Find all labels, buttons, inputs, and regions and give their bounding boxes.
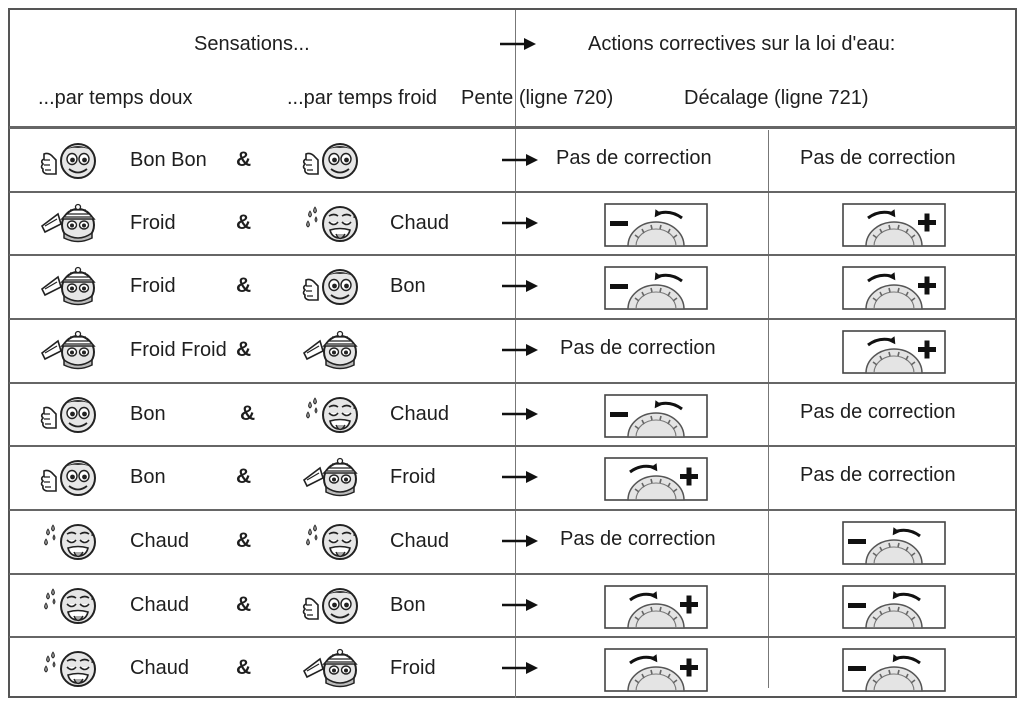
thumbs-up-face-icon bbox=[302, 140, 368, 180]
sensations-heading: Sensations... bbox=[194, 33, 310, 55]
mild-sensation-label: Bon bbox=[130, 403, 166, 425]
ampersand: & bbox=[240, 402, 256, 425]
slope-heading: Pente (ligne 720) bbox=[461, 87, 614, 109]
ampersand: & bbox=[236, 656, 252, 679]
mild-sensation-label: Chaud bbox=[130, 594, 189, 616]
dial-increase-icon bbox=[604, 648, 708, 692]
sweating-face-icon bbox=[302, 394, 368, 434]
dial-increase-icon bbox=[604, 585, 708, 629]
right-arrow-icon bbox=[502, 344, 538, 356]
sweating-face-icon bbox=[40, 648, 106, 688]
cold-hat-face-icon bbox=[302, 457, 368, 497]
dial-decrease-icon bbox=[842, 585, 946, 629]
right-arrow-icon bbox=[502, 217, 538, 229]
cold-sensation-label: Bon bbox=[390, 594, 426, 616]
ampersand: & bbox=[236, 274, 252, 297]
thumbs-up-face-icon bbox=[302, 266, 368, 306]
thumbs-up-face-icon bbox=[40, 140, 106, 180]
cold-sensation-label: Chaud bbox=[390, 403, 449, 425]
cold-weather-heading: ...par temps froid bbox=[287, 87, 438, 109]
row-divider bbox=[9, 573, 1016, 575]
mild-sensation-label: Bon bbox=[130, 466, 166, 488]
cold-hat-face-icon bbox=[40, 330, 106, 370]
thumbs-up-face-icon bbox=[302, 585, 368, 625]
row-divider bbox=[9, 382, 1016, 384]
ampersand: & bbox=[236, 593, 252, 616]
cold-hat-face-icon bbox=[302, 648, 368, 688]
cold-sensation-label: Chaud bbox=[390, 212, 449, 234]
mild-sensation-label: Bon Bon bbox=[130, 149, 207, 171]
right-arrow-icon bbox=[502, 599, 538, 611]
column-divider bbox=[515, 10, 516, 698]
row-divider bbox=[9, 318, 1016, 320]
header-divider bbox=[9, 126, 1016, 129]
dial-increase-icon bbox=[604, 457, 708, 501]
slope-no-correction: Pas de correction bbox=[556, 147, 712, 169]
mild-sensation-label: Froid Froid bbox=[130, 339, 227, 361]
mild-weather-heading: ...par temps doux bbox=[38, 87, 193, 109]
dial-increase-icon bbox=[842, 203, 946, 247]
dial-decrease-icon bbox=[604, 203, 708, 247]
dial-decrease-icon bbox=[842, 521, 946, 565]
sweating-face-icon bbox=[302, 203, 368, 243]
offset-no-correction: Pas de correction bbox=[800, 147, 956, 169]
cold-sensation-label: Chaud bbox=[390, 530, 449, 552]
dial-increase-icon bbox=[842, 330, 946, 374]
dial-decrease-icon bbox=[604, 394, 708, 438]
cold-hat-face-icon bbox=[302, 330, 368, 370]
ampersand: & bbox=[236, 529, 252, 552]
dial-increase-icon bbox=[842, 266, 946, 310]
ampersand: & bbox=[236, 338, 252, 361]
cold-hat-face-icon bbox=[40, 203, 106, 243]
slope-no-correction: Pas de correction bbox=[560, 528, 716, 550]
sweating-face-icon bbox=[40, 521, 106, 561]
mild-sensation-label: Chaud bbox=[130, 530, 189, 552]
right-arrow-icon bbox=[502, 280, 538, 292]
slope-no-correction: Pas de correction bbox=[560, 337, 716, 359]
mild-sensation-label: Chaud bbox=[130, 657, 189, 679]
row-divider bbox=[9, 509, 1016, 511]
ampersand: & bbox=[236, 465, 252, 488]
right-arrow-icon bbox=[502, 154, 538, 166]
right-arrow-icon bbox=[500, 38, 536, 50]
mild-sensation-label: Froid bbox=[130, 212, 176, 234]
row-divider bbox=[9, 445, 1016, 447]
cold-sensation-label: Froid bbox=[390, 657, 436, 679]
row-divider bbox=[9, 254, 1016, 256]
thumbs-up-face-icon bbox=[40, 457, 106, 497]
row-divider bbox=[9, 636, 1016, 638]
right-arrow-icon bbox=[502, 471, 538, 483]
sweating-face-icon bbox=[40, 585, 106, 625]
offset-heading: Décalage (ligne 721) bbox=[684, 87, 869, 109]
dial-decrease-icon bbox=[842, 648, 946, 692]
ampersand: & bbox=[236, 148, 252, 171]
right-arrow-icon bbox=[502, 408, 538, 420]
table-border bbox=[8, 8, 1017, 698]
actions-heading: Actions correctives sur la loi d'eau: bbox=[588, 33, 896, 55]
thumbs-up-face-icon bbox=[40, 394, 106, 434]
cold-hat-face-icon bbox=[40, 266, 106, 306]
column-divider bbox=[768, 130, 769, 688]
cold-sensation-label: Bon bbox=[390, 275, 426, 297]
right-arrow-icon bbox=[502, 662, 538, 674]
dial-decrease-icon bbox=[604, 266, 708, 310]
ampersand: & bbox=[236, 211, 252, 234]
offset-no-correction: Pas de correction bbox=[800, 401, 956, 423]
offset-no-correction: Pas de correction bbox=[800, 464, 956, 486]
right-arrow-icon bbox=[502, 535, 538, 547]
sweating-face-icon bbox=[302, 521, 368, 561]
cold-sensation-label: Froid bbox=[390, 466, 436, 488]
row-divider bbox=[9, 191, 1016, 193]
mild-sensation-label: Froid bbox=[130, 275, 176, 297]
